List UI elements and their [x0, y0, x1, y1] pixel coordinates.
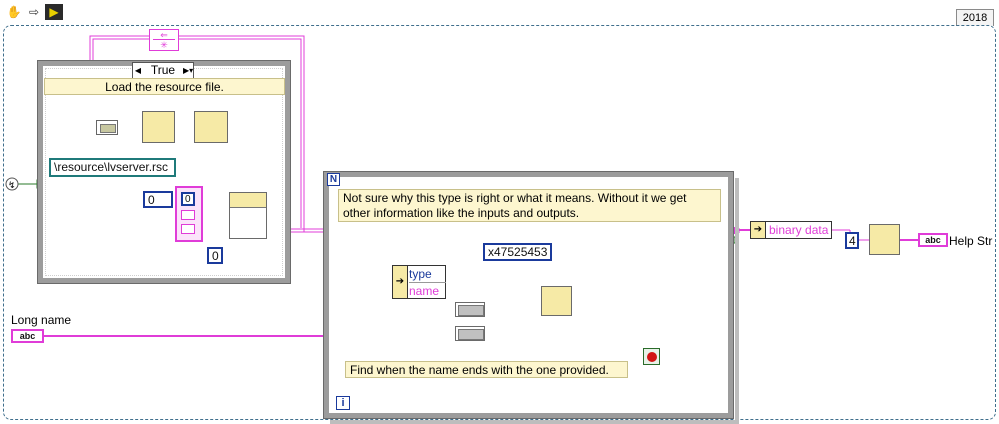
loop-comment-top: Not sure why this type is right or what …	[338, 189, 721, 222]
unbundle-field-name[interactable]: name	[409, 284, 440, 298]
hex-constant[interactable]: x47525453	[483, 243, 552, 261]
numeric-constant-0[interactable]: 0	[143, 191, 173, 208]
long-name-label: Long name	[11, 313, 72, 327]
case-comment: Load the resource file.	[44, 78, 285, 95]
long-name-control[interactable]: abc	[11, 329, 44, 343]
arrow-icon[interactable]: ⇨	[28, 5, 40, 19]
case-selector[interactable]: ◀ True ▶▾	[132, 62, 194, 79]
binary-data-label: binary data	[769, 223, 829, 237]
loop-shadow	[330, 178, 739, 424]
diagram-frame	[3, 25, 996, 420]
case-selector-value: True	[150, 63, 176, 77]
svg-text:↯: ↯	[8, 180, 16, 190]
path-constant[interactable]: \resource\lvserver.rsc	[49, 158, 176, 177]
unbundle-field-type[interactable]: type	[409, 266, 446, 283]
open-file-node[interactable]	[142, 111, 175, 143]
binary-data-unbundle[interactable]: ➔ binary data	[750, 221, 832, 239]
read-file-node[interactable]	[194, 111, 228, 143]
help-str-indicator[interactable]: abc	[918, 233, 948, 247]
case-next-icon[interactable]: ▶▾	[183, 66, 194, 75]
resource-table-node[interactable]	[229, 192, 267, 239]
string-subset-node[interactable]	[541, 286, 572, 316]
string-array-constant[interactable]: 0	[175, 186, 203, 242]
unbundle-by-name[interactable]: ➔ type name	[392, 265, 446, 299]
loop-count-terminal[interactable]: N	[327, 173, 340, 186]
loop-comment-bottom: Find when the name ends with the one pro…	[345, 361, 628, 378]
unbundle-arrow-icon: ➔	[393, 266, 408, 298]
array-index[interactable]: 0	[181, 192, 195, 206]
stop-condition-icon[interactable]	[643, 348, 660, 365]
case-prev-icon[interactable]: ◀	[134, 66, 142, 75]
string-length-node[interactable]	[455, 302, 485, 317]
refnum-constant[interactable]	[96, 120, 118, 135]
shift-register-node[interactable]: ⇐ ✳	[149, 29, 179, 51]
iteration-terminal[interactable]: i	[336, 396, 350, 410]
string-subset-node-2[interactable]	[869, 224, 900, 255]
numeric-constant-4[interactable]: 4	[845, 232, 859, 249]
run-icon[interactable]: ▶	[45, 4, 63, 20]
numeric-constant-0b[interactable]: 0	[207, 247, 223, 264]
help-str-label: Help Str	[949, 234, 993, 248]
string-length-node-2[interactable]	[455, 326, 485, 341]
hand-icon[interactable]: ✋	[6, 5, 22, 19]
version-tab[interactable]: 2018	[956, 9, 994, 26]
